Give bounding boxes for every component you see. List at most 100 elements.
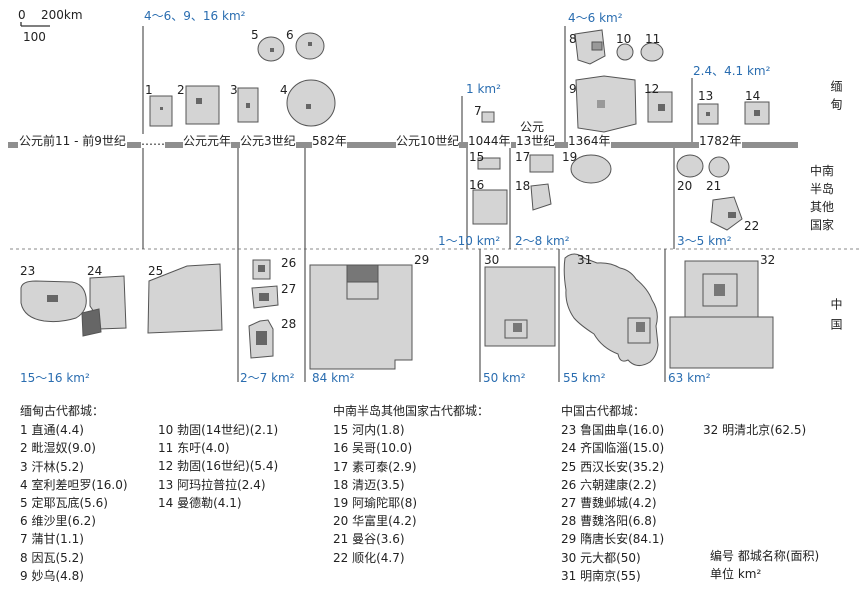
legend-key-row: 单位 km²	[710, 567, 762, 582]
legend-item: 4 室利差呾罗(16.0)	[20, 477, 128, 492]
city-shape-15	[477, 157, 501, 170]
legend-item: 14 曼德勒(4.1)	[158, 495, 242, 510]
legend-item: 7 蒲甘(1.1)	[20, 532, 84, 547]
city-shape-19	[570, 154, 612, 184]
city-shape-9	[575, 75, 637, 133]
range-label: 1 km²	[466, 82, 501, 96]
city-shape-17	[529, 154, 554, 173]
legend-item: 19 阿瑜陀耶(8)	[333, 496, 418, 511]
city-number: 18	[515, 179, 531, 193]
city-number: 32	[760, 253, 776, 267]
scale-unit: 100	[23, 30, 46, 44]
range-label: 15～16 km²	[20, 371, 90, 385]
legend-item: 31 明南京(55)	[561, 568, 641, 583]
timeline-label: 公元3世纪	[240, 134, 296, 148]
city-number: 8	[569, 32, 577, 46]
city-number: 29	[414, 253, 430, 267]
legend-item: 29 隋唐长安(84.1)	[561, 532, 665, 547]
legend-item: 6 维沙里(6.2)	[20, 514, 96, 529]
city-shape-2	[185, 85, 220, 125]
range-label: 3～5 km²	[677, 234, 732, 248]
city-number: 10	[616, 32, 632, 46]
period-dividers	[142, 26, 693, 382]
city-number: 28	[281, 317, 297, 331]
legend-item: 30 元大都(50)	[561, 550, 641, 565]
range-label: 1～10 km²	[438, 234, 501, 248]
city-number: 3	[230, 83, 238, 97]
legend-item: 24 齐国临淄(15.0)	[561, 441, 665, 456]
scale-max: 200km	[41, 8, 83, 22]
region-label-china: 中国	[829, 298, 843, 338]
legend-item: 23 鲁国曲阜(16.0)	[561, 423, 665, 438]
city-number: 21	[706, 179, 722, 193]
legend-item: 22 顺化(4.7)	[333, 550, 405, 565]
timeline-label: 公元	[520, 120, 545, 134]
city-shape-11	[640, 42, 664, 62]
city-number: 13	[698, 89, 714, 103]
legend-item: 9 妙乌(4.8)	[20, 568, 84, 583]
city-number: 16	[469, 178, 485, 192]
city-shape-22	[710, 196, 743, 231]
city-number: 25	[148, 264, 164, 278]
range-label: 2～8 km²	[515, 234, 570, 248]
legend-burma-2: 10 勃固(14世纪)(2.1) 11 东吁(4.0) 12 勃固(16世纪)(…	[158, 421, 278, 512]
timeline-label: 1044年	[468, 134, 511, 148]
legend-item: 3 汗林(5.2)	[20, 459, 84, 474]
city-shape-20	[676, 154, 704, 178]
city-number: 2	[177, 83, 185, 97]
legend-title: 中国古代都城：	[561, 404, 646, 418]
city-number: 14	[745, 89, 761, 103]
city-number: 6	[286, 28, 294, 42]
legend-item: 11 东吁(4.0)	[158, 441, 230, 456]
legend-sea: 中南半岛其他国家古代都城： 15 河内(1.8) 16 吴哥(10.0) 17 …	[333, 402, 489, 567]
city-number: 20	[677, 179, 693, 193]
legend-item: 1 直通(4.4)	[20, 423, 84, 438]
legend-item: 32 明清北京(62.5)	[703, 423, 807, 437]
city-number: 17	[515, 150, 531, 164]
legend-item: 28 曹魏洛阳(6.8)	[561, 514, 657, 529]
city-number: 9	[569, 82, 577, 96]
city-shape-16	[472, 189, 508, 225]
legend-item: 17 素可泰(2.9)	[333, 459, 417, 474]
city-shape-31	[563, 253, 659, 366]
city-shape-29	[309, 264, 413, 370]
legend-burma: 缅甸古代都城： 1 直通(4.4) 2 毗湿奴(9.0) 3 汗林(5.2) 4…	[20, 402, 128, 585]
city-shape-30	[484, 266, 556, 347]
city-footprints	[20, 29, 774, 370]
legend-item: 20 华富里(4.2)	[333, 514, 417, 529]
timeline-label: ……	[141, 134, 165, 148]
city-number: 4	[280, 83, 288, 97]
city-shape-21	[708, 156, 730, 178]
legend-item: 10 勃固(14世纪)(2.1)	[158, 423, 279, 437]
timeline-label: 1782年	[699, 134, 742, 148]
timeline-label: 公元10世纪	[396, 134, 460, 148]
range-label: 55 km²	[563, 371, 606, 385]
legend-item: 21 曼谷(3.6)	[333, 532, 405, 547]
region-label-sea: 中南半岛其他国家	[810, 164, 835, 232]
legend-title: 缅甸古代都城：	[20, 404, 105, 418]
city-number: 1	[145, 83, 153, 97]
city-number: 23	[20, 264, 36, 278]
timeline-label: 13世纪	[516, 134, 556, 148]
legend-item: 5 定耶瓦底(5.6)	[20, 496, 108, 511]
city-number: 12	[644, 82, 660, 96]
legend-item: 18 清迈(3.5)	[333, 477, 405, 492]
legend-item: 8 因瓦(5.2)	[20, 550, 84, 565]
timeline-label: 1364年	[568, 134, 611, 148]
range-label: 2～7 km²	[240, 371, 295, 385]
legend-china-2: 32 明清北京(62.5)	[703, 421, 806, 439]
legend-key: 编号 都城名称(面积) 单位 km²	[710, 547, 819, 583]
legend-china: 中国古代都城： 23 鲁国曲阜(16.0) 24 齐国临淄(15.0) 25 西…	[561, 402, 664, 585]
timeline-label: 公元元年	[183, 134, 232, 148]
scale-zero: 0	[18, 8, 26, 22]
city-number: 26	[281, 256, 297, 270]
range-label: 2.4、4.1 km²	[693, 64, 771, 78]
city-shape-10	[616, 43, 634, 61]
legend-item: 16 吴哥(10.0)	[333, 441, 413, 456]
city-number: 7	[474, 104, 482, 118]
range-label: 50 km²	[483, 371, 526, 385]
range-label: 84 km²	[312, 371, 355, 385]
city-number: 19	[562, 150, 578, 164]
timeline-label: 公元前11 - 前9世纪	[18, 134, 127, 148]
